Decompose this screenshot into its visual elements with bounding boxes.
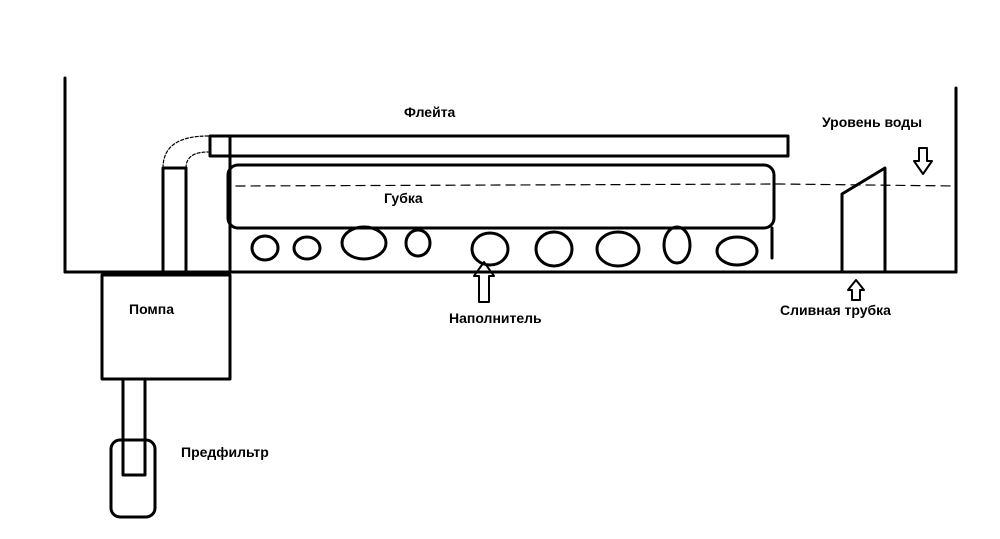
sponge [228, 165, 774, 228]
filler-stone [717, 237, 757, 265]
filler-stone [406, 230, 430, 256]
pump [102, 275, 230, 379]
flute-label: Флейта [404, 104, 456, 120]
filler-stone [294, 237, 320, 259]
water-level-label: Уровень воды [822, 114, 923, 130]
drain-tube [842, 168, 885, 272]
water-level-arrow-icon [914, 148, 932, 174]
sponge-label: Губка [384, 190, 423, 206]
pump-label: Помпа [129, 301, 175, 317]
filler-stone [342, 227, 386, 259]
riser-pipe-elbow [163, 136, 208, 168]
filler-stone [597, 232, 639, 266]
riser-pipe-body [163, 168, 186, 272]
prefilter [111, 440, 155, 517]
drain-arrow-icon [848, 280, 864, 300]
filler-media [252, 227, 757, 266]
water-level-line [236, 184, 956, 186]
filler-stone [536, 232, 572, 266]
flute-pipe-body [210, 136, 788, 156]
filler-label: Наполнитель [449, 310, 542, 326]
filler-stone [664, 227, 690, 263]
drain-tube-label: Сливная трубка [780, 302, 891, 318]
prefilter-pipe [123, 379, 145, 475]
flute-pipe [210, 136, 788, 156]
filler-stone [252, 236, 278, 260]
filler-stone [472, 233, 508, 265]
filler-arrow-icon [474, 262, 494, 302]
tank [65, 78, 956, 272]
prefilter-label: Предфильтр [181, 444, 269, 460]
riser-pipe [163, 136, 208, 272]
